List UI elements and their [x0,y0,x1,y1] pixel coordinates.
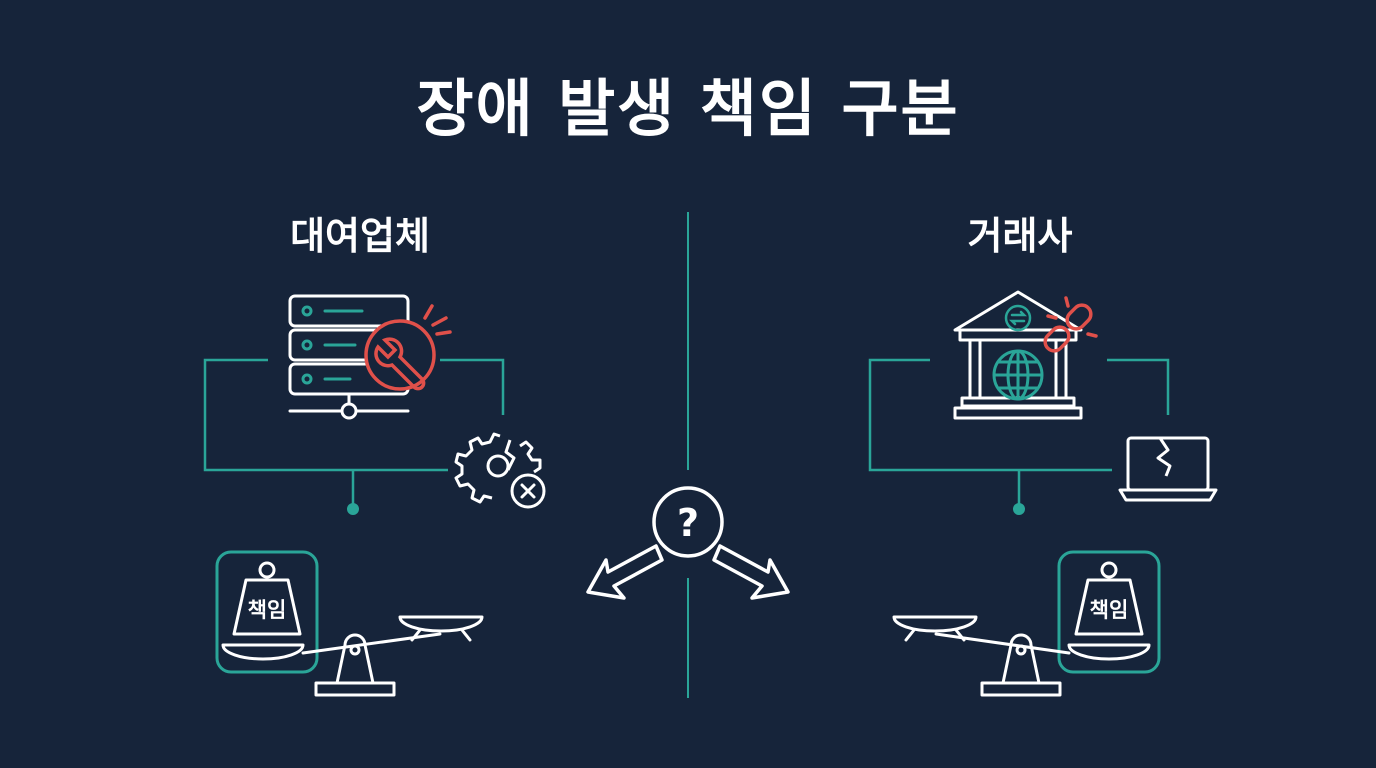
question-mark: ? [677,501,699,545]
left-side-label: 대여업체 [290,214,430,258]
broken-link-icon [1043,296,1098,353]
right-connector-dot [1013,503,1025,515]
right-weight-label: 책임 [1090,598,1129,622]
weight-icon-right [1074,561,1144,636]
weight-icon [232,561,302,636]
scale-icon [221,615,484,697]
broken-gear-icon [454,432,542,504]
scale-icon-right [892,615,1151,697]
globe-icon [992,349,1044,401]
cancel-icon [510,473,546,509]
right-connectors [868,358,1170,506]
question-icon: ? [652,486,724,558]
page-title: 장애 발생 책임 구분 [416,72,960,145]
arrow-icon-right [712,544,790,600]
exchange-coin-icon [1004,304,1032,332]
wrench-icon [364,304,452,391]
broken-laptop-icon [1118,436,1218,502]
left-weight-label: 책임 [248,598,287,622]
left-weight-frame [215,550,319,674]
left-connectors [203,358,505,506]
left-connector-dot [347,503,359,515]
right-side-label: 거래사 [967,214,1073,258]
right-weight-frame [1057,550,1161,674]
arrow-icon-left [586,544,664,600]
